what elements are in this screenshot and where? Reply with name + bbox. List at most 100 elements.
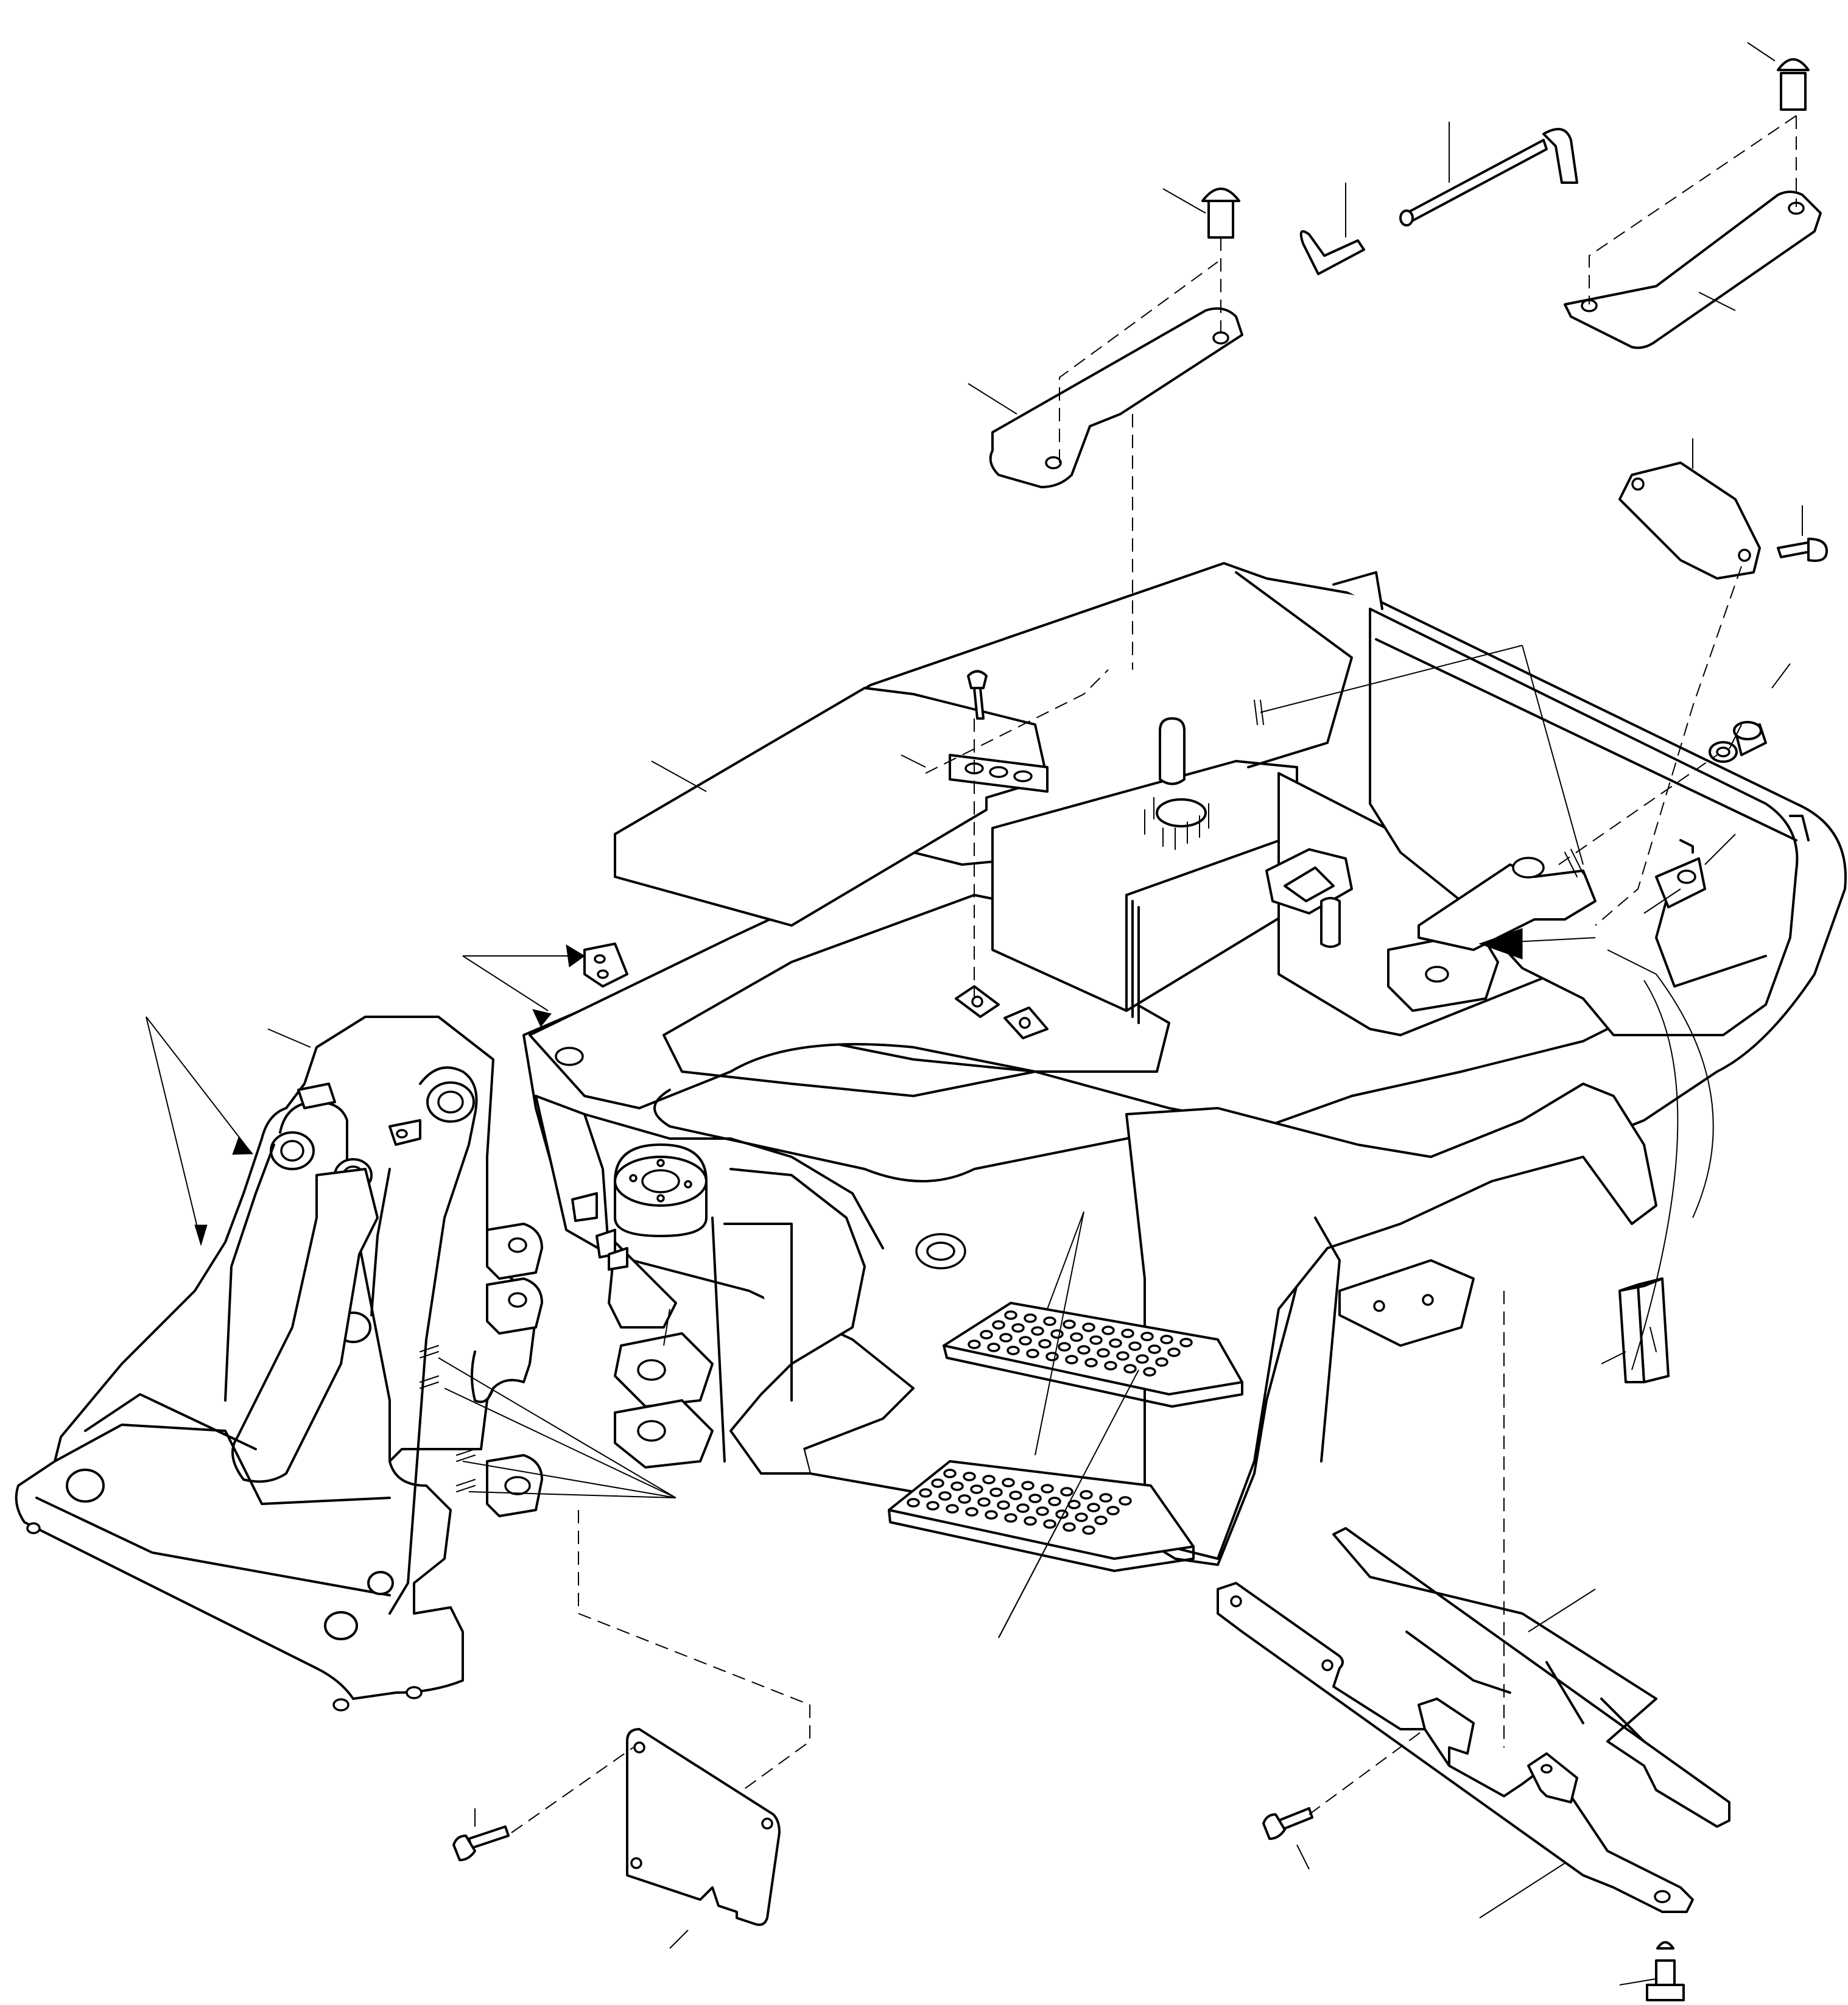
leader-lines: [146, 42, 1803, 1986]
tread-hole: [982, 1475, 996, 1484]
tread-hole: [1021, 1481, 1035, 1491]
step-lug: [583, 943, 628, 988]
tread-hole: [1097, 1348, 1110, 1358]
tread-hole: [926, 1501, 940, 1511]
tread-hole: [968, 1340, 981, 1349]
main-frame: [522, 562, 1847, 1566]
tread-hole: [1004, 1513, 1017, 1523]
bolt-bottom: [1646, 1941, 1685, 2001]
tread-hole: [1004, 1310, 1017, 1320]
tread-hole: [1019, 1336, 1032, 1346]
swing-turntable: [571, 1143, 793, 1469]
tread-hole: [1041, 1484, 1054, 1494]
tread-hole: [1116, 1351, 1130, 1361]
tread-hole: [1094, 1515, 1108, 1525]
tread-hole: [989, 1487, 1003, 1497]
tread-hole: [1043, 1519, 1056, 1529]
pointer-arrows: [194, 928, 1596, 1246]
tread-hole: [1143, 1367, 1156, 1377]
tread-hole: [1104, 1361, 1117, 1371]
tread-hole: [999, 1333, 1013, 1343]
tread-hole: [950, 1481, 964, 1491]
tread-hole: [1084, 1358, 1098, 1368]
tread-hole: [1045, 1352, 1059, 1361]
tread-hole: [1089, 1335, 1103, 1345]
skirt-plate-lower: [1217, 1582, 1694, 1913]
tread-hole: [1123, 1364, 1137, 1374]
tread-hole: [958, 1494, 971, 1504]
tread-hole: [1058, 1342, 1071, 1352]
tread-hole: [1167, 1347, 1181, 1357]
tread-hole: [980, 1330, 993, 1340]
access-cover: [626, 1728, 781, 1926]
tread-hole: [1077, 1345, 1091, 1355]
tread-hole: [1148, 1344, 1161, 1354]
bent-rod: [1399, 128, 1578, 226]
tread-hole: [1082, 1322, 1095, 1332]
step-tread-holes: [907, 1310, 1193, 1535]
tread-hole: [946, 1504, 959, 1514]
tread-hole: [1065, 1355, 1078, 1364]
tread-hole: [943, 1469, 957, 1478]
tread-hole: [1070, 1332, 1083, 1342]
tread-hole: [1106, 1506, 1120, 1515]
tread-hole: [1048, 1497, 1061, 1506]
tread-hole: [1060, 1487, 1073, 1497]
tread-hole: [1043, 1316, 1056, 1326]
cover-plate-middle: [989, 307, 1243, 488]
tread-hole: [1007, 1346, 1020, 1355]
filler-studs: [1144, 797, 1209, 850]
tread-hole: [1026, 1349, 1039, 1358]
tread-hole: [1155, 1357, 1168, 1367]
tread-hole: [919, 1488, 932, 1498]
bolt-inspection: [1777, 538, 1828, 562]
tread-hole: [1087, 1503, 1100, 1512]
tread-hole: [965, 1507, 978, 1517]
washer-and-plug: [1709, 721, 1767, 763]
tread-hole: [1075, 1512, 1088, 1522]
tread-hole: [1179, 1338, 1193, 1347]
inspection-plate: [1618, 462, 1761, 580]
tread-hole: [1119, 1496, 1132, 1506]
tread-hole: [1002, 1478, 1015, 1487]
tread-hole: [977, 1497, 991, 1507]
tread-hole: [1024, 1516, 1037, 1526]
bolt-skirt: [1262, 1807, 1313, 1840]
tread-hole: [1011, 1323, 1025, 1333]
tread-hole: [970, 1484, 983, 1494]
boom-post: [15, 1016, 543, 1712]
stud-deck: [967, 670, 988, 720]
tread-hole: [1136, 1354, 1149, 1364]
tread-hole: [985, 1510, 998, 1520]
tread-hole: [1063, 1522, 1076, 1532]
tread-hole: [938, 1491, 952, 1501]
skirt-plate-upper: [1332, 1527, 1730, 1828]
tread-hole: [1160, 1335, 1173, 1344]
tread-hole: [997, 1500, 1010, 1510]
tread-hole: [1063, 1319, 1076, 1329]
tread-hole: [1080, 1490, 1093, 1500]
bolt-top-right: [1777, 58, 1810, 111]
tread-hole: [1031, 1326, 1044, 1336]
tread-hole: [1016, 1503, 1030, 1513]
tread-hole: [987, 1343, 1000, 1352]
tread-hole: [1109, 1338, 1122, 1348]
tread-hole: [907, 1498, 920, 1508]
hinge-block: [1618, 1277, 1670, 1383]
cover-plate-top-right: [1564, 191, 1822, 349]
tread-hole: [1024, 1313, 1037, 1323]
assembly-lines: [511, 115, 1797, 1833]
tread-hole: [1121, 1329, 1134, 1338]
bolt-cover: [452, 1825, 510, 1861]
tread-hole: [1028, 1494, 1042, 1503]
tread-hole: [1050, 1329, 1064, 1339]
tread-hole: [1140, 1332, 1154, 1341]
tread-hole: [1128, 1341, 1142, 1351]
short-bent-rod: [1299, 230, 1365, 275]
tread-hole: [992, 1320, 1005, 1330]
tread-hole: [1036, 1506, 1049, 1516]
tread-hole: [1082, 1525, 1095, 1535]
tread-hole: [931, 1478, 944, 1488]
tread-hole: [1009, 1491, 1022, 1500]
